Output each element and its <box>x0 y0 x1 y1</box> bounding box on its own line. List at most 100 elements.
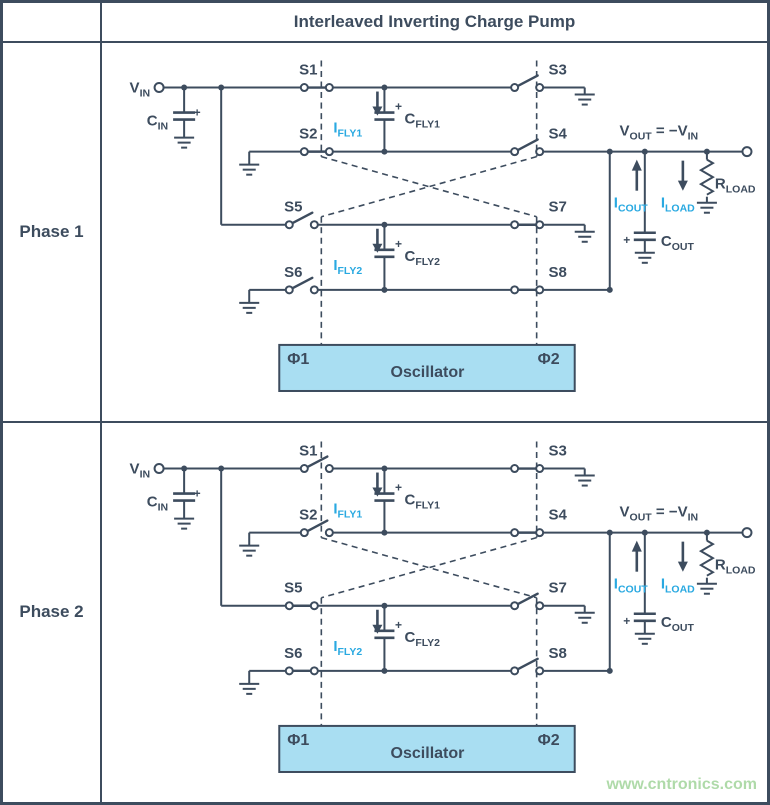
iload-label: ILOAD <box>661 195 695 215</box>
cfly1-plus-sign: + <box>395 480 402 494</box>
ifly2-arrow-icon <box>372 228 383 253</box>
switch-s7 <box>510 592 545 610</box>
ifly2-arrow-icon <box>372 609 383 634</box>
ifly1-label: IFLY1 <box>333 500 362 520</box>
ground-symbol-rload <box>696 201 717 214</box>
s1-label: S1 <box>299 62 317 79</box>
circuit-wires <box>164 86 743 303</box>
cfly2-plus-sign: + <box>395 617 402 631</box>
switch-s2 <box>299 147 334 157</box>
ground-symbol-cout <box>634 632 655 645</box>
switch-s4 <box>510 138 545 157</box>
switch-s2 <box>299 518 334 537</box>
cout-capacitor <box>633 231 656 242</box>
switch-s1 <box>299 83 334 93</box>
cfly2-label: CFLY2 <box>404 628 440 648</box>
ifly1-arrow-icon <box>372 91 383 116</box>
cout-label: COUT <box>661 613 695 633</box>
oscillator-box <box>278 724 576 773</box>
vout-equation-label: VOUT = −VIN <box>620 123 699 143</box>
switch-s1 <box>299 454 334 473</box>
switch-s8 <box>510 285 545 295</box>
iload-arrow-icon <box>677 541 688 572</box>
vin-terminal <box>153 462 165 474</box>
junction-dots <box>181 465 710 674</box>
vout-terminal <box>741 526 753 538</box>
ground-symbol-s2 <box>239 163 260 176</box>
junction-dots <box>181 84 710 293</box>
ground-symbol-rload <box>696 582 717 595</box>
ifly1-label: IFLY1 <box>333 120 362 140</box>
iload-label: ILOAD <box>661 575 695 595</box>
corner-cell <box>3 3 102 43</box>
s3-label: S3 <box>548 442 566 459</box>
s3-label: S3 <box>548 62 566 79</box>
charge-pump-circuit: VIN CIN + S1 S2 S3 S4 S5 S6 S7 S8 IFLY1 … <box>130 60 756 392</box>
charge-pump-circuit: VIN CIN + S1 S2 S3 S4 S5 S6 S7 S8 IFLY1 … <box>130 440 756 773</box>
phase-1-label: Phase 1 <box>3 43 102 423</box>
ifly1-arrow-icon <box>372 472 383 497</box>
cfly1-label: CFLY1 <box>404 491 440 511</box>
icout-arrow-icon <box>631 159 642 191</box>
ground-symbol-s6 <box>239 682 260 695</box>
rload-label: RLOAD <box>715 176 756 196</box>
ground-symbol-s7 <box>574 230 595 243</box>
ifly2-label: IFLY2 <box>333 637 362 657</box>
ground-symbol-s3 <box>574 474 595 487</box>
ground-symbol-cout <box>634 251 655 264</box>
cout-capacitor <box>633 611 656 622</box>
phase-control-dashed-lines <box>320 60 538 345</box>
switch-s5 <box>284 211 319 230</box>
ground-symbol-s7 <box>574 611 595 624</box>
rload-resistor <box>698 539 715 577</box>
phi1-label: Φ1 <box>287 350 309 368</box>
s4-label: S4 <box>548 506 567 523</box>
switch-s4 <box>510 527 545 537</box>
phase-1-circuit: VIN CIN + S1 S2 S3 S4 S5 S6 S7 S8 IFLY1 … <box>102 43 767 423</box>
switch-s3 <box>510 463 545 473</box>
ground-symbol-s6 <box>239 301 260 314</box>
cfly1-plus-sign: + <box>395 100 402 114</box>
s8-label: S8 <box>548 644 566 661</box>
s8-label: S8 <box>548 264 566 281</box>
rload-resistor <box>698 158 715 196</box>
s2-label: S2 <box>299 506 317 523</box>
icout-label: ICOUT <box>614 575 649 595</box>
switch-s5 <box>284 600 319 610</box>
ifly2-label: IFLY2 <box>333 257 362 277</box>
ground-symbol-cin <box>174 136 195 149</box>
ground-symbol-cin <box>174 517 195 530</box>
ground-symbol-s2 <box>239 544 260 557</box>
vin-label: VIN <box>130 80 151 100</box>
circuit-wires <box>164 467 743 684</box>
s4-label: S4 <box>548 126 567 143</box>
phase-control-dashed-lines <box>320 440 538 726</box>
cout-plus-sign: + <box>623 613 630 627</box>
s6-label: S6 <box>284 264 302 281</box>
cin-plus-sign: + <box>194 486 201 500</box>
cin-label: CIN <box>147 113 168 133</box>
icout-arrow-icon <box>631 540 642 572</box>
oscillator-box <box>278 343 576 392</box>
s7-label: S7 <box>548 199 566 216</box>
vout-equation-label: VOUT = −VIN <box>620 503 699 523</box>
cout-label: COUT <box>661 233 695 253</box>
switch-s6 <box>284 665 319 675</box>
cin-capacitor <box>173 491 196 502</box>
cfly2-plus-sign: + <box>395 237 402 251</box>
s1-label: S1 <box>299 442 317 459</box>
cin-capacitor <box>173 111 196 121</box>
cin-label: CIN <box>147 493 168 513</box>
s2-label: S2 <box>299 126 317 143</box>
oscillator-label: Oscillator <box>391 363 465 381</box>
vin-label: VIN <box>130 460 151 480</box>
phi2-label: Φ2 <box>538 350 560 368</box>
cfly2-label: CFLY2 <box>404 248 440 268</box>
ground-symbol-s3 <box>574 93 595 106</box>
cfly1-label: CFLY1 <box>404 111 440 131</box>
switch-s3 <box>510 74 545 93</box>
switch-s7 <box>510 220 545 230</box>
phi1-label: Φ1 <box>287 730 309 748</box>
vout-terminal <box>741 146 753 158</box>
